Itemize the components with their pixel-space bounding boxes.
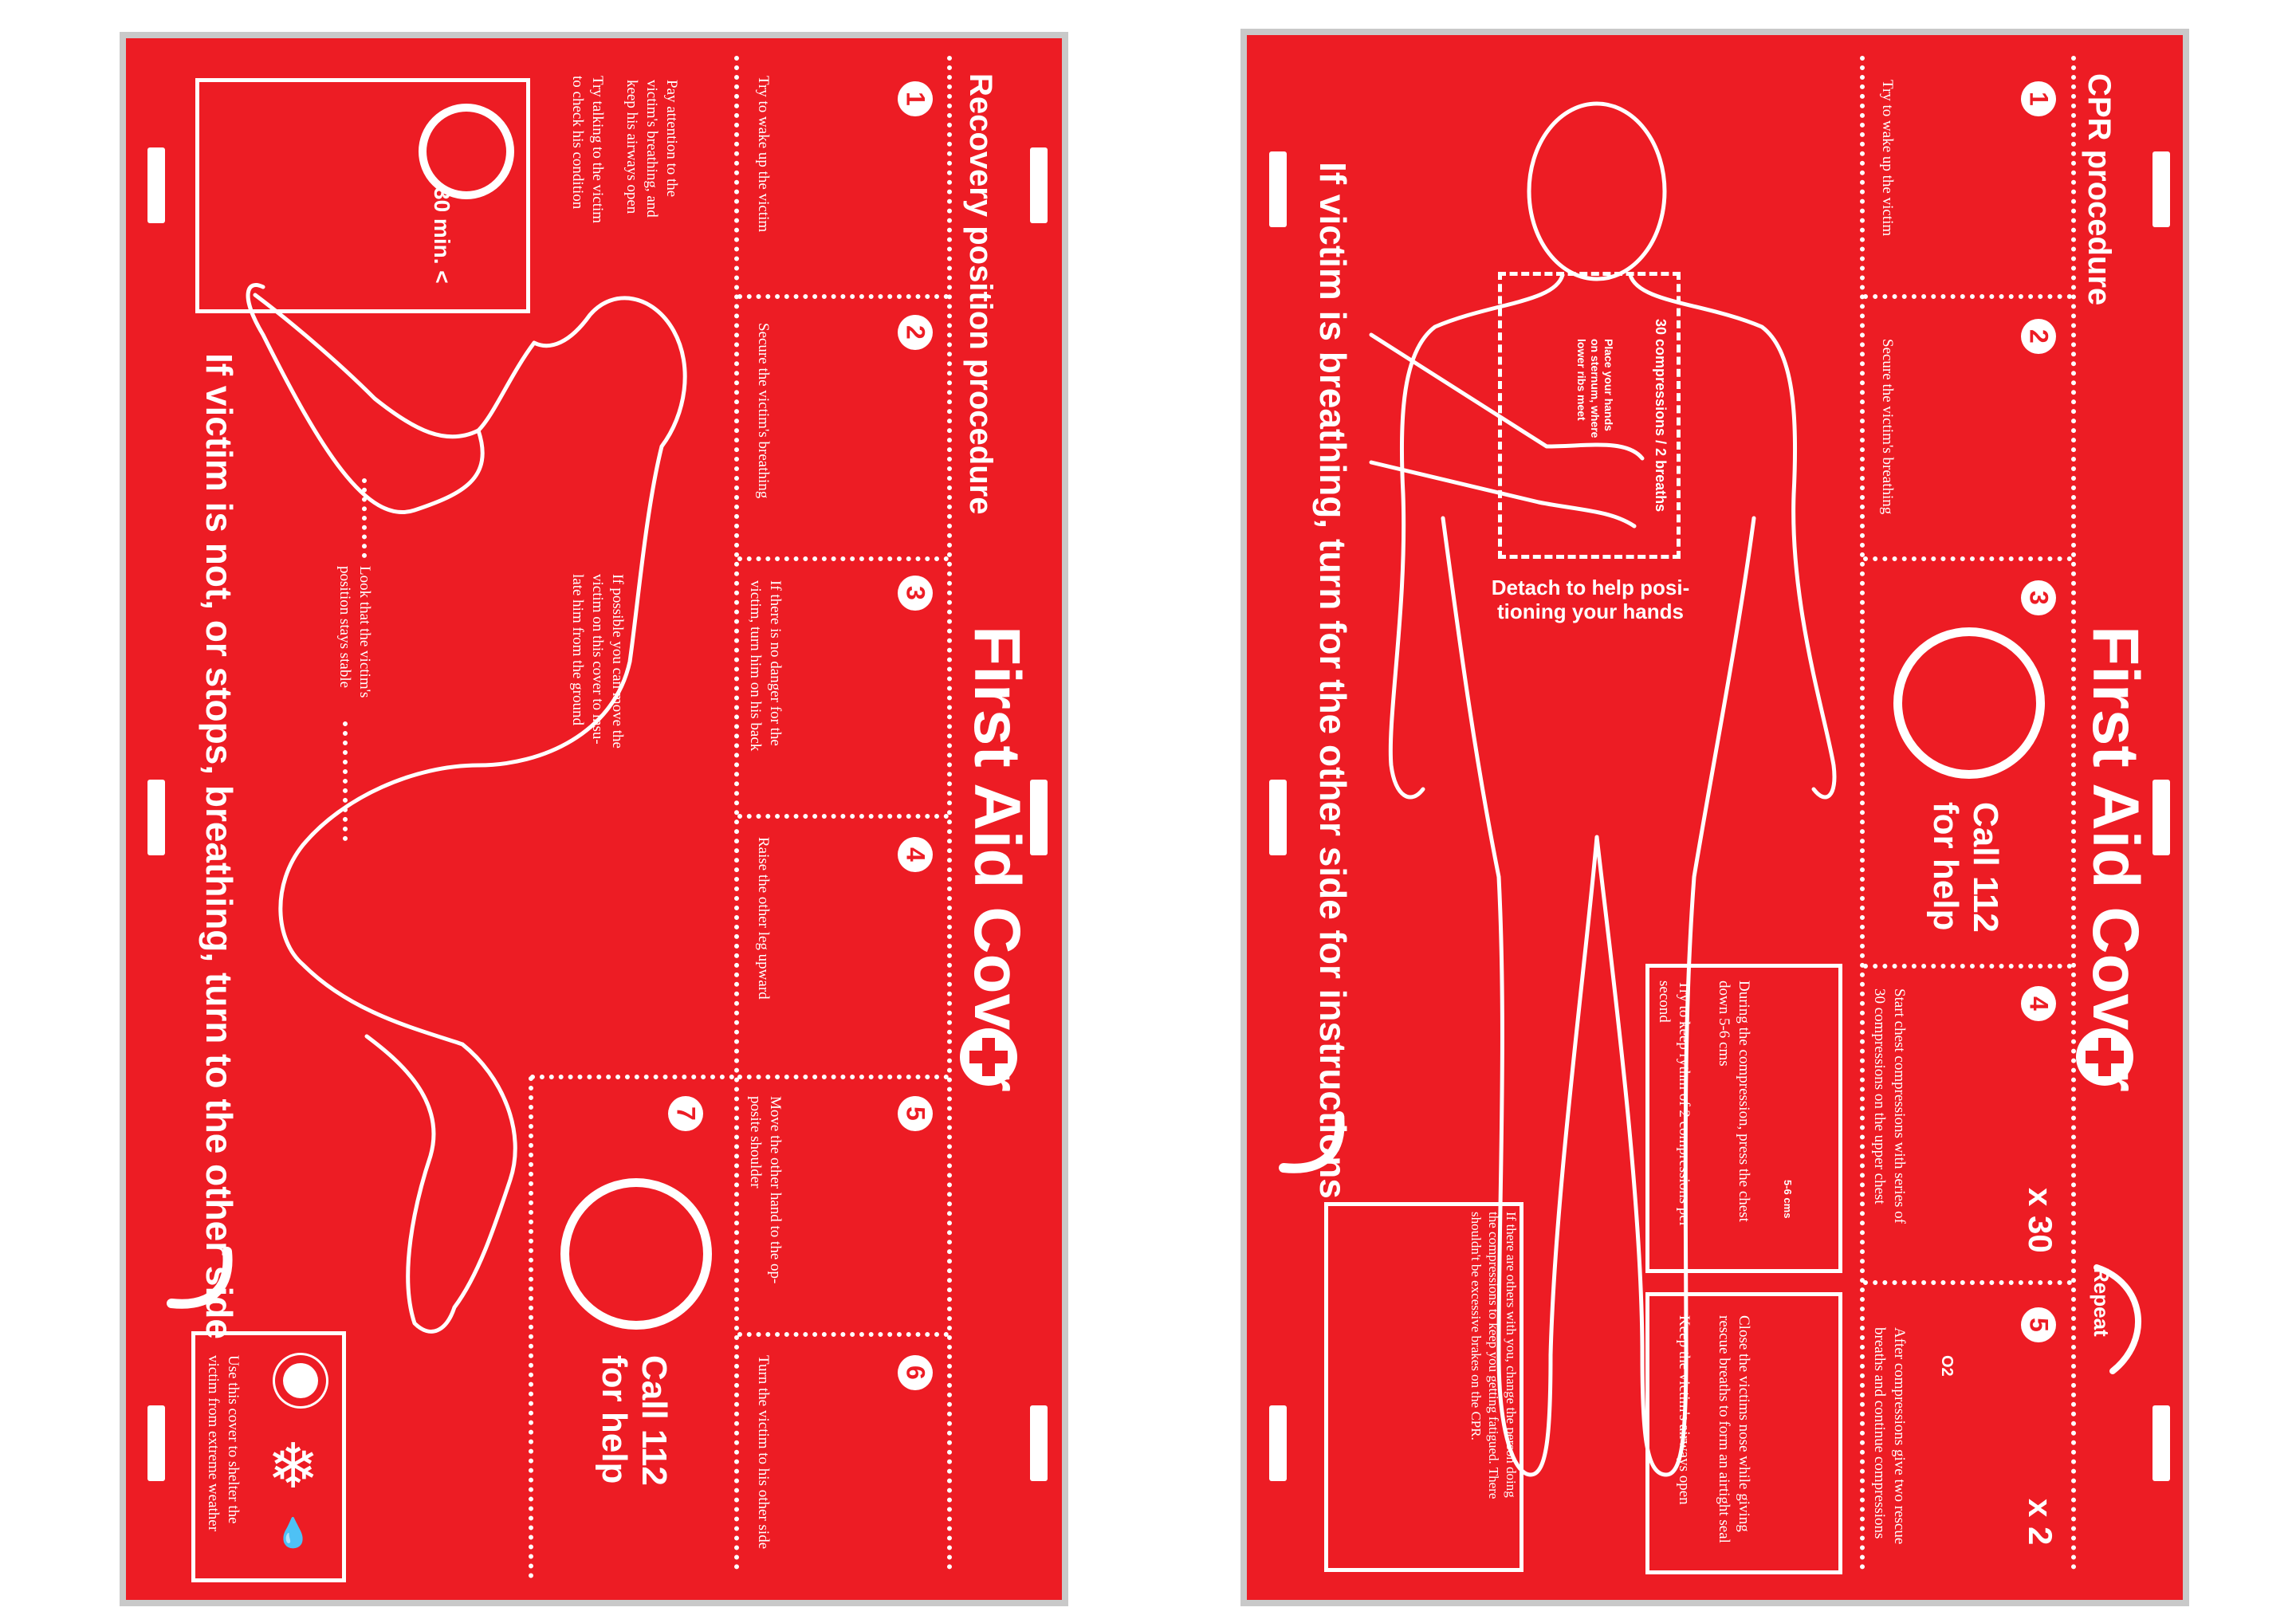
rescuer-swap-box [1324,1202,1523,1572]
cpr-head-outline [1527,101,1667,281]
timer-label: 30 min. < [430,187,454,284]
divider [1863,294,2072,299]
divider [2071,56,2076,1570]
step-text: Turn the victim to his other side [755,1355,772,1550]
cpr-cover [1240,29,2189,1606]
procedure-title: CPR procedure [2082,73,2117,306]
turn-arrow-icon [167,1247,233,1309]
handle-tab [1269,1405,1287,1481]
handle-tab [1269,780,1287,855]
step-number: 6 [898,1355,933,1390]
breath-count: x 2 [2022,1499,2059,1546]
handle-tab [1030,780,1048,855]
step-text: Move the other hand to the op-posite sho… [747,1096,784,1284]
repeat-arrow-icon [2094,1264,2141,1374]
turn-arrow-icon [1279,1111,1345,1173]
timer-box [195,78,530,313]
cover-title: First Aid Cover [961,626,1033,1092]
step-number: 7 [668,1096,703,1131]
compression-ratio: 30 compressions / 2 breaths [1653,319,1669,513]
handle-tab [2152,151,2170,227]
recovery-arm-outline [246,283,485,514]
oxygen-label: O2 [1938,1355,1956,1377]
compression-box [1645,964,1842,1273]
handle-tab [1030,1405,1048,1481]
divider [947,56,952,1570]
divider [737,1332,949,1337]
mobile-phone-icon [1893,627,2045,779]
divider [737,294,949,299]
step-text: Try to wake up the victim [755,76,772,233]
cover-title: First Aid Cover [2079,626,2152,1092]
step-text: Try to wake up the victim [1879,80,1896,237]
step-number: 5 [2021,1307,2056,1342]
step-text: Secure the victim's breathing [755,323,772,499]
repeat-label: Repeat [2090,1267,2113,1337]
snowflake-icon: ❄ [267,1432,320,1501]
step-number: 2 [898,315,933,350]
divider [1863,556,2072,561]
handle-tab [2152,1405,2170,1481]
recovery-body-outline [253,293,687,1334]
handle-tab [2152,780,2170,855]
procedure-title: Recovery position procedure [963,73,998,515]
turn-over-instruction: If victim is breathing, turn for the oth… [1312,162,1354,1199]
raindrops-icon: 💧 [275,1517,311,1549]
step-number: 4 [898,837,933,872]
divider [737,556,949,561]
rescue-breath-box [1645,1292,1842,1574]
detach-note: Detach to help posi-tioning your hands [1491,576,1690,623]
divider [1863,1280,2072,1285]
sun-icon [283,1363,318,1398]
handle-tab [1269,151,1287,227]
weather-box [191,1331,346,1582]
handle-tab [147,147,165,223]
divider [734,56,739,1570]
step-number: 5 [898,1096,933,1131]
step-number: 1 [898,81,933,116]
cpr-arms-outline [1369,332,1645,529]
mobile-phone-icon [560,1178,712,1330]
divider [737,814,949,819]
divider [530,1075,734,1079]
step-number: 3 [898,576,933,611]
divider [362,478,367,558]
cpr-body-outline [1388,273,1837,1477]
turn-over-instruction: If victim is not, or stops, breathing, t… [199,353,240,1339]
step-number: 3 [2021,580,2056,615]
step-number: 4 [2021,986,2056,1021]
divider [1860,56,1865,1570]
divider [529,1076,533,1578]
step-number: 1 [2021,81,2056,116]
divider [1863,964,2072,969]
step-number: 2 [2021,319,2056,354]
handle-tab [147,780,165,855]
step-text: Secure the victim's breathing [1879,339,1896,515]
divider [737,1075,949,1079]
first-aid-cross-icon [960,1028,1017,1086]
step-text: Raise the other leg upward [755,837,772,1000]
handle-tab [147,1405,165,1481]
handle-tab [1030,147,1048,223]
first-aid-cross-icon [2076,1028,2133,1086]
depth-label: 5-6 cms [1782,1180,1794,1219]
compression-count: x 30 [2022,1188,2059,1253]
divider [343,721,348,841]
stopwatch-icon [419,104,514,199]
